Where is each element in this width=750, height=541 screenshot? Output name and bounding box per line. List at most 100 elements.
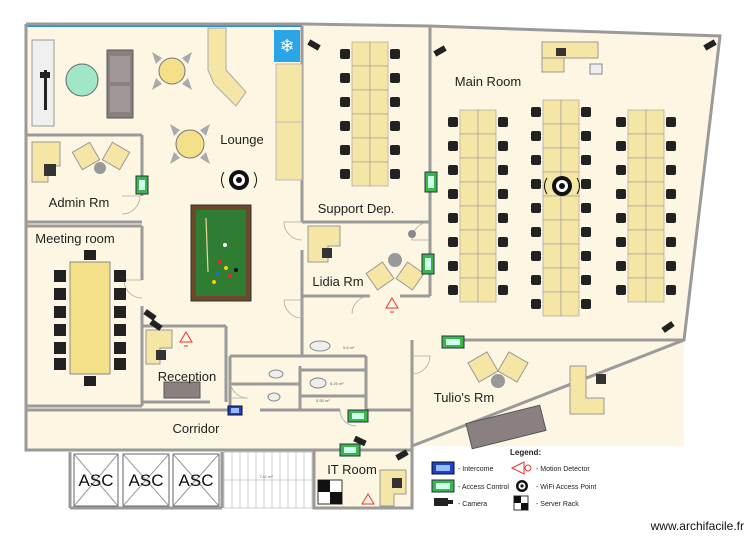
area-label-wc2: 6.25 m² [330, 381, 344, 386]
chair [666, 285, 676, 295]
chair [498, 189, 508, 199]
desk [477, 205, 497, 231]
desk [477, 229, 497, 255]
snowflake-glyph: ❄ [279, 36, 294, 57]
desk [542, 147, 562, 173]
desk [351, 65, 371, 91]
desk [477, 157, 497, 183]
desk [459, 109, 479, 135]
chair [390, 97, 400, 107]
desk [542, 99, 562, 125]
chair [498, 213, 508, 223]
access-control-icon [135, 175, 149, 195]
chair [498, 261, 508, 271]
meeting-furniture [54, 250, 126, 386]
reception-furniture [145, 329, 201, 399]
intercome-icon [227, 405, 243, 416]
chair [531, 227, 541, 237]
desk [477, 181, 497, 207]
camera-icon [661, 321, 675, 333]
chair [531, 179, 541, 189]
camera-icon [703, 39, 717, 51]
desk [459, 157, 479, 183]
chair [448, 237, 458, 247]
wifi-access-point-icon [221, 170, 257, 190]
wifi-access-point-icon [516, 480, 528, 492]
chair [498, 165, 508, 175]
desk [645, 277, 665, 303]
support-desks [340, 41, 400, 187]
toilets [267, 340, 331, 402]
chair [390, 121, 400, 131]
chair [498, 117, 508, 127]
desk [542, 219, 562, 245]
legend-camera: - Camera [458, 501, 487, 508]
room-label-lounge: Lounge [220, 132, 263, 147]
desk [459, 205, 479, 231]
desk [542, 123, 562, 149]
camera-icon [434, 498, 453, 506]
desk [627, 109, 647, 135]
chair [666, 237, 676, 247]
area-label-stairs: 7.41 m² [259, 474, 273, 479]
motion-detector-icon [179, 331, 193, 347]
chair [340, 97, 350, 107]
camera-icon [149, 319, 163, 331]
desk [369, 113, 389, 139]
camera-icon [143, 309, 157, 321]
devices [135, 39, 717, 505]
server-rack-icon [317, 479, 343, 505]
chair [581, 203, 591, 213]
chair [390, 169, 400, 179]
chair [616, 213, 626, 223]
chair [531, 131, 541, 141]
access-control-icon [339, 443, 361, 457]
desk [560, 99, 580, 125]
chair [531, 251, 541, 261]
chair [616, 117, 626, 127]
room-label-main: Main Room [455, 74, 521, 89]
chair [498, 141, 508, 151]
area-label-wc3: 5.55 m² [316, 398, 330, 403]
chair [448, 285, 458, 295]
legend-access-control: - Access Control [458, 484, 509, 491]
desk [627, 253, 647, 279]
admin-furniture [31, 141, 131, 183]
room-label-it: IT Room [327, 462, 377, 477]
elevator-label: ASC [79, 471, 114, 490]
room-label-support: Support Dep. [318, 201, 395, 216]
access-control-icon [441, 335, 465, 349]
desk [627, 277, 647, 303]
camera-icon [353, 435, 367, 447]
snowflake-icon [274, 30, 300, 62]
main-room-desks [448, 99, 676, 317]
desk [560, 195, 580, 221]
chair [666, 261, 676, 271]
room-label-corridor: Corridor [173, 421, 221, 436]
chair [616, 189, 626, 199]
desk [645, 109, 665, 135]
desk [459, 277, 479, 303]
legend-title: Legend: [510, 448, 541, 457]
desk [560, 219, 580, 245]
desk [459, 181, 479, 207]
chair [448, 189, 458, 199]
motion-detector-icon [385, 297, 399, 313]
desk [459, 229, 479, 255]
desk [369, 89, 389, 115]
camera-icon [433, 45, 447, 57]
chair [581, 155, 591, 165]
chair [581, 107, 591, 117]
room-label-lidia: Lidia Rm [312, 274, 363, 289]
desk [645, 229, 665, 255]
access-control-icon [431, 479, 455, 493]
desk [459, 133, 479, 159]
chair [448, 213, 458, 223]
desk [560, 291, 580, 317]
legend-server-rack: - Server Rack [536, 501, 579, 508]
desk [627, 181, 647, 207]
chair [581, 251, 591, 261]
desk [560, 147, 580, 173]
elevator-2: ASC [122, 453, 170, 507]
